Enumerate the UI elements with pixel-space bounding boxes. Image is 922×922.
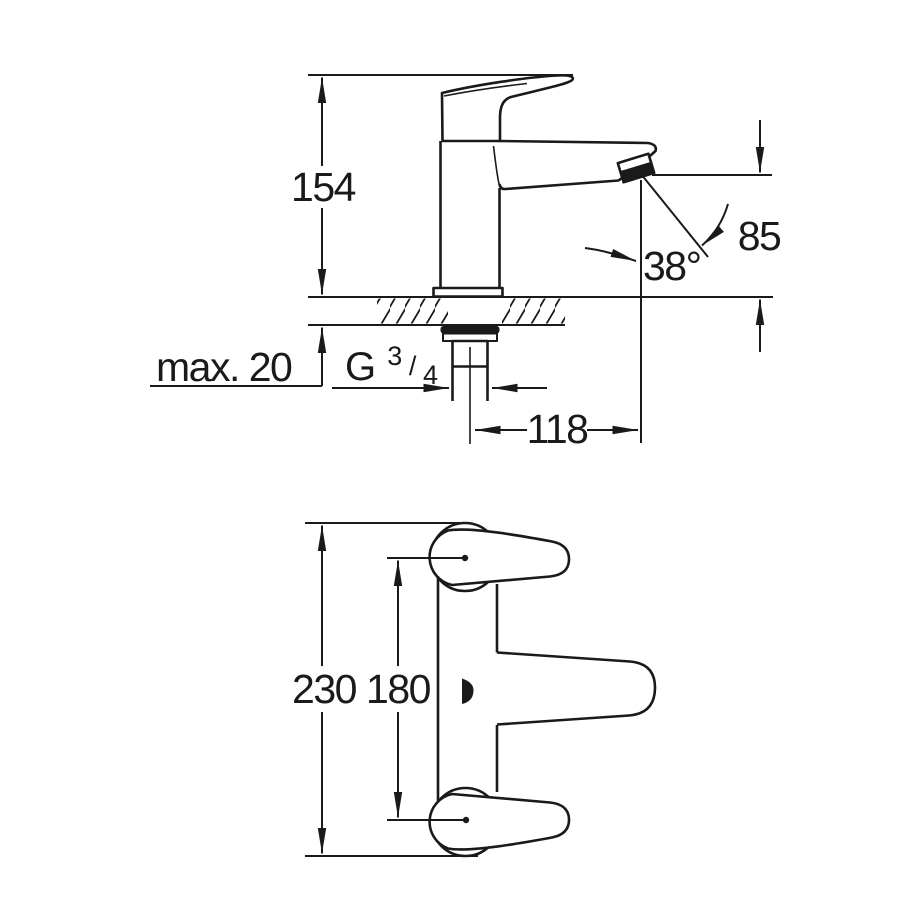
dim-38-label: 38° bbox=[643, 243, 701, 289]
g34-prefix: G bbox=[345, 345, 375, 389]
dim-180-label: 180 bbox=[366, 666, 431, 712]
handle-center-dot-top bbox=[461, 554, 469, 562]
g34-numerator: 3 bbox=[387, 341, 401, 371]
body-spout-joint-curve bbox=[492, 145, 501, 187]
lever-top-bevel bbox=[443, 82, 528, 97]
handle-top-plan bbox=[428, 528, 571, 587]
handle-bottom-plan bbox=[428, 792, 571, 851]
mounting-nut bbox=[442, 332, 498, 342]
base-flange bbox=[432, 286, 504, 298]
dim-max20-label: max. 20 bbox=[156, 344, 292, 390]
mounting-deck bbox=[308, 296, 773, 326]
dim-85-label: 85 bbox=[738, 213, 781, 259]
spout-plan bbox=[496, 651, 657, 726]
angle-38-leader-arrow bbox=[584, 247, 637, 262]
g34-denominator: 4 bbox=[423, 360, 438, 390]
faucet-side-view bbox=[432, 74, 658, 444]
deck-hatch-left bbox=[377, 298, 448, 324]
faucet-top-view bbox=[428, 521, 657, 858]
deck-hatch-right bbox=[502, 298, 565, 324]
side-view: 154 85 38° max. 20 G 3 / 4 bbox=[150, 74, 782, 452]
aerator-outlet-face bbox=[620, 161, 655, 183]
dimensions-side-view: 154 85 38° max. 20 G 3 / 4 bbox=[150, 74, 782, 452]
angle-38-curved-arrow bbox=[701, 203, 729, 247]
g34-slash: / bbox=[409, 351, 417, 381]
top-view: 230 180 bbox=[292, 521, 657, 858]
dim-118-label: 118 bbox=[527, 406, 589, 452]
lever-handle bbox=[440, 74, 575, 143]
dim-230-label: 230 bbox=[292, 666, 357, 712]
handle-center-dot-bottom bbox=[462, 816, 470, 824]
dim-g34-label: G 3 / 4 bbox=[345, 330, 438, 390]
dimensions-top-view: 230 180 bbox=[292, 522, 478, 857]
rubber-washer bbox=[440, 326, 500, 334]
dim-154-label: 154 bbox=[291, 164, 356, 210]
angle-38-line bbox=[640, 173, 709, 258]
diverter-knob bbox=[462, 678, 474, 704]
